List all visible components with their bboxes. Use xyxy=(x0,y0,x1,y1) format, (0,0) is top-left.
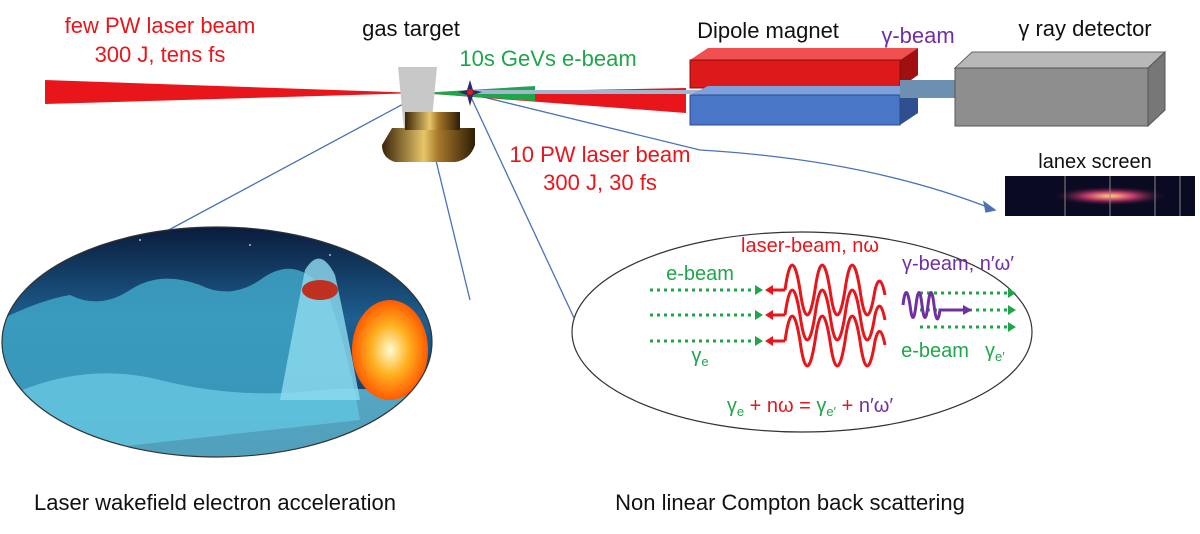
few-pw-laser-label: few PW laser beam xyxy=(65,13,256,38)
compton-ebeam-out-label: e-beam xyxy=(901,340,969,362)
caption-wakefield: Laser wakefield electron acceleration xyxy=(34,490,396,515)
compton-scattering-illustration: laser-beam, nω γ-beam, n′ω′ e-beam γe e-… xyxy=(571,231,1033,433)
gas-target-label: gas target xyxy=(362,16,460,41)
lanex-screen-label: lanex screen xyxy=(1038,151,1151,173)
gamma-detector-label: γ ray detector xyxy=(1018,16,1151,41)
gamma-e-prime-label: γe′ xyxy=(985,340,1005,364)
ten-pw-laser-spec: 300 J, 30 fs xyxy=(543,170,657,195)
gamma-beam-label: γ-beam xyxy=(881,23,954,48)
caption-compton: Non linear Compton back scattering xyxy=(615,490,965,515)
gamma-ray-detector xyxy=(900,50,1167,128)
few-pw-laser-spec: 300 J, tens fs xyxy=(95,42,226,67)
ten-pw-laser-label: 10 PW laser beam xyxy=(510,142,691,167)
dipole-magnet-label: Dipole magnet xyxy=(697,18,839,43)
compton-equation: γe + nω = γe′ + n′ω′ xyxy=(727,395,894,419)
lanex-screen-image xyxy=(1005,176,1195,216)
wakefield-illustration xyxy=(1,226,433,458)
ebeam-label: 10s GeVs e-beam xyxy=(459,46,636,71)
few-pw-laser-beam xyxy=(45,80,420,104)
gamma-e-label: γe xyxy=(691,345,708,369)
dipole-magnet xyxy=(689,48,918,126)
gas-target-nozzle xyxy=(382,67,475,162)
compton-ebeam-in-label: e-beam xyxy=(666,263,734,285)
compton-laser-label: laser-beam, nω xyxy=(741,235,879,257)
compton-gamma-label: γ-beam, n′ω′ xyxy=(902,253,1014,275)
